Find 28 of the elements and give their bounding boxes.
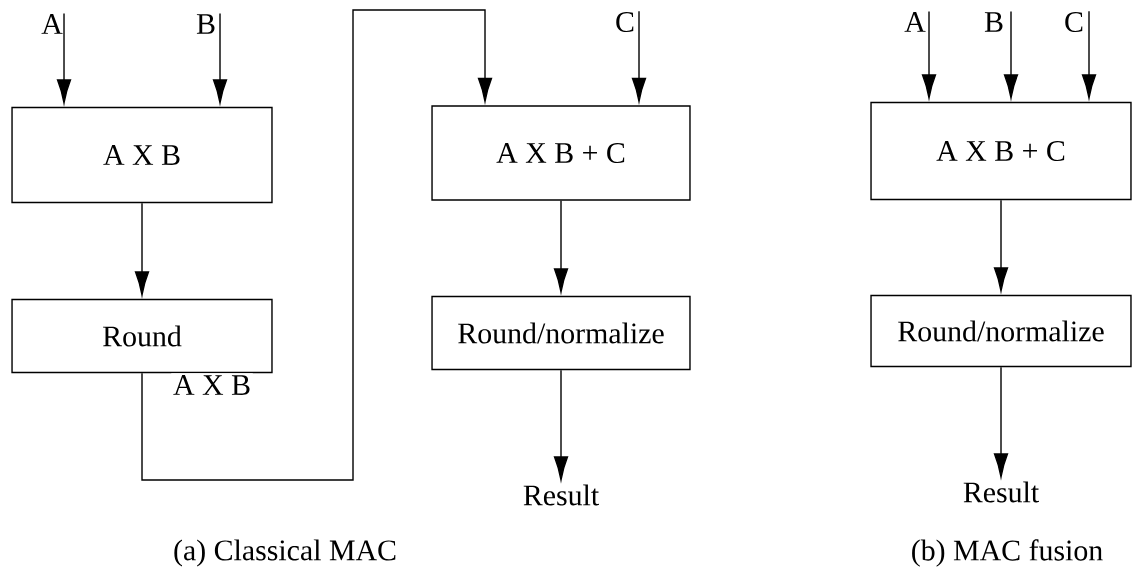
arrow	[631, 10, 647, 103]
arrow	[56, 12, 72, 104]
output-label: Result	[523, 484, 599, 506]
process-box: Round/normalize	[870, 294, 1132, 368]
input-label: A	[904, 12, 926, 32]
arrow	[141, 9, 493, 481]
arrow	[921, 10, 937, 99]
output-label: Result	[963, 481, 1039, 503]
caption: (a) Classical MAC	[174, 539, 396, 567]
process-box: A X B	[11, 106, 273, 204]
process-box: A X B + C	[431, 105, 691, 201]
arrow	[553, 200, 569, 293]
input-label: B	[984, 12, 1003, 32]
process-box: A X B + C	[870, 101, 1132, 201]
input-label: C	[616, 11, 634, 33]
arrow	[993, 199, 1009, 292]
edge-label: A X B	[171, 373, 253, 397]
arrow	[1081, 10, 1097, 99]
arrow	[993, 366, 1009, 478]
arrow	[212, 12, 228, 104]
arrow	[1003, 10, 1019, 99]
input-label: B	[196, 14, 215, 34]
arrow	[553, 369, 569, 481]
input-label: C	[1065, 11, 1083, 33]
arrow	[134, 202, 150, 296]
input-label: A	[41, 14, 63, 34]
process-box: Round/normalize	[431, 295, 691, 371]
caption: (b) MAC fusion	[912, 539, 1103, 567]
